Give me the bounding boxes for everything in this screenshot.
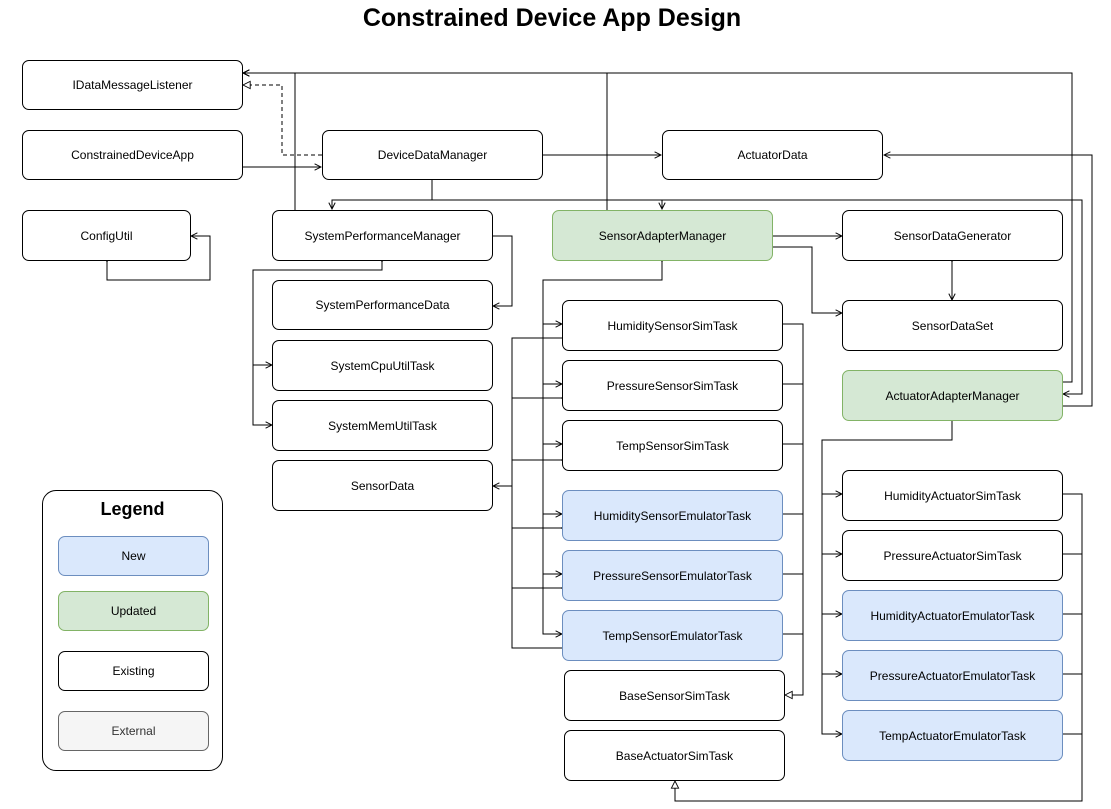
node-systemmemutiltask: SystemMemUtilTask: [272, 400, 493, 451]
node-humiditysensoremulatortask: HumiditySensorEmulatorTask: [562, 490, 783, 541]
node-systemcpuutiltask: SystemCpuUtilTask: [272, 340, 493, 391]
node-pressuresensoremulatortask: PressureSensorEmulatorTask: [562, 550, 783, 601]
node-systemperformancemanager: SystemPerformanceManager: [272, 210, 493, 261]
node-sensordata: SensorData: [272, 460, 493, 511]
node-actuatordata: ActuatorData: [662, 130, 883, 180]
legend-item-external: External: [58, 711, 209, 751]
node-humidityactuatorsimtask: HumidityActuatorSimTask: [842, 470, 1063, 521]
diagram-title: Constrained Device App Design: [362, 4, 742, 32]
node-tempsensorsimtask: TempSensorSimTask: [562, 420, 783, 471]
node-pressureactuatorsimtask: PressureActuatorSimTask: [842, 530, 1063, 581]
node-humidityactuatoremulatortask: HumidityActuatorEmulatorTask: [842, 590, 1063, 641]
node-pressureactuatoremulatortask: PressureActuatorEmulatorTask: [842, 650, 1063, 701]
node-tempsensoremulatortask: TempSensorEmulatorTask: [562, 610, 783, 661]
node-sensoradaptermanager: SensorAdapterManager: [552, 210, 773, 261]
node-basesensorsimtask: BaseSensorSimTask: [564, 670, 785, 721]
legend: Legend New Updated Existing External: [42, 490, 223, 771]
legend-item-new: New: [58, 536, 209, 576]
legend-item-updated: Updated: [58, 591, 209, 631]
node-actuatoradaptermanager: ActuatorAdapterManager: [842, 370, 1063, 421]
node-humiditysensorsimtask: HumiditySensorSimTask: [562, 300, 783, 351]
legend-item-existing: Existing: [58, 651, 209, 691]
legend-title: Legend: [100, 499, 165, 519]
node-constraineddeviceapp: ConstrainedDeviceApp: [22, 130, 243, 180]
node-sensordataset: SensorDataSet: [842, 300, 1063, 351]
node-pressuresensorsimtask: PressureSensorSimTask: [562, 360, 783, 411]
node-sensordatagenerator: SensorDataGenerator: [842, 210, 1063, 261]
node-tempactuatoremulatortask: TempActuatorEmulatorTask: [842, 710, 1063, 761]
node-baseactuatorsimtask: BaseActuatorSimTask: [564, 730, 785, 781]
node-devicedatamanager: DeviceDataManager: [322, 130, 543, 180]
node-configutil: ConfigUtil: [22, 210, 191, 261]
node-idatamessagelistener: IDataMessageListener: [22, 60, 243, 110]
node-systemperformancedata: SystemPerformanceData: [272, 280, 493, 330]
